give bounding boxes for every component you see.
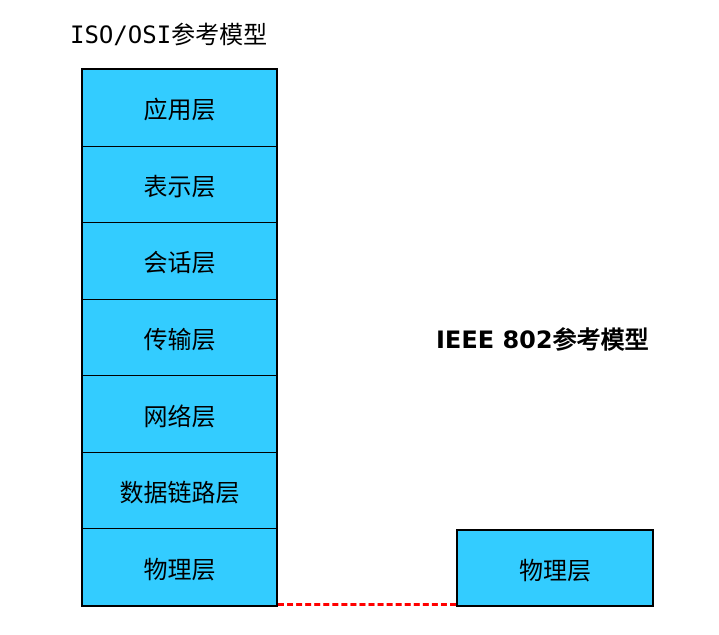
iso-layer-transport[interactable]: 传输层 xyxy=(83,299,276,377)
iso-layer-presentation[interactable]: 表示层 xyxy=(83,146,276,224)
physical-layer-connector xyxy=(278,603,456,606)
iso-layer-stack: 应用层 表示层 会话层 传输层 网络层 数据链路层 物理层 xyxy=(81,68,278,607)
ieee-model-title: IEEE 802参考模型 xyxy=(436,326,649,354)
iso-layer-network[interactable]: 网络层 xyxy=(83,376,276,453)
iso-layer-session[interactable]: 会话层 xyxy=(83,223,276,300)
iso-layer-data-link[interactable]: 数据链路层 xyxy=(83,452,276,530)
ieee-layer-physical[interactable]: 物理层 xyxy=(456,529,654,607)
iso-layer-application[interactable]: 应用层 xyxy=(83,70,276,147)
iso-model-title: ISO/OSI参考模型 xyxy=(70,21,268,49)
iso-layer-physical[interactable]: 物理层 xyxy=(83,529,276,606)
